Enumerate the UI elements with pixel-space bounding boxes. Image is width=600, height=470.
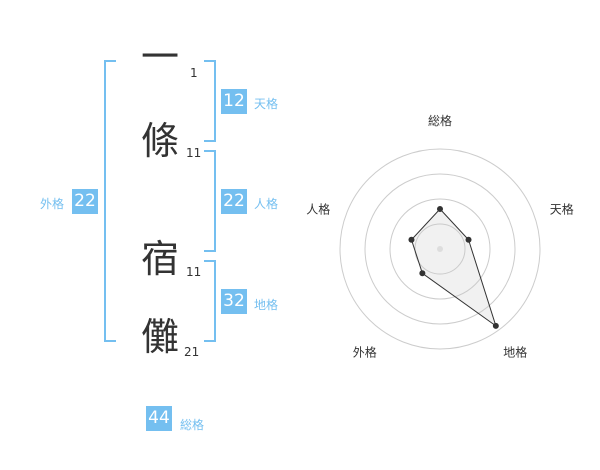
gaikaku-value: 22 — [72, 189, 98, 214]
gaikaku-label: 外格 — [40, 197, 65, 211]
radar-series-polygon — [410, 208, 497, 328]
name-char-2: 條 — [141, 119, 180, 163]
chikaku-value: 32 — [221, 289, 247, 314]
radar-axis-label-1: 総格 — [428, 113, 452, 128]
chikaku-label: 地格 — [254, 298, 279, 312]
radar-point-1 — [437, 206, 443, 212]
jinkaku-bracket — [204, 150, 216, 252]
name-char-3: 宿 — [141, 237, 180, 281]
stroke-count-1: 1 — [190, 66, 198, 80]
tenkaku-bracket — [204, 60, 216, 142]
radar-center-point — [437, 246, 443, 252]
soukaku-value: 44 — [146, 406, 172, 431]
soukaku-label: 総格 — [180, 418, 205, 432]
radar-axis-label-4: 外格 — [353, 345, 377, 360]
radar-point-5 — [408, 236, 415, 243]
jinkaku-label: 人格 — [254, 197, 279, 211]
tenkaku-label: 天格 — [254, 97, 279, 111]
radar-axis-label-5: 人格 — [306, 201, 330, 216]
chikaku-bracket — [204, 260, 216, 342]
gaikaku-bracket — [104, 60, 116, 342]
stroke-count-2: 11 — [186, 146, 202, 160]
radar-grid-ring-2 — [389, 198, 491, 300]
name-char-1: 一 — [141, 35, 180, 79]
radar-grid-ring-3 — [364, 173, 516, 325]
radar-point-3 — [492, 322, 499, 329]
radar-axis-label-3: 地格 — [503, 345, 527, 360]
name-char-4: 儺 — [141, 315, 180, 359]
stroke-count-3: 11 — [186, 265, 202, 279]
stroke-count-4: 21 — [184, 345, 200, 359]
radar-point-2 — [465, 236, 472, 243]
radar-grid-ring-4 — [339, 148, 541, 350]
tenkaku-value: 12 — [221, 89, 247, 114]
radar-axis-label-2: 天格 — [550, 201, 574, 216]
jinkaku-value: 22 — [221, 189, 247, 214]
radar-point-4 — [419, 270, 426, 277]
